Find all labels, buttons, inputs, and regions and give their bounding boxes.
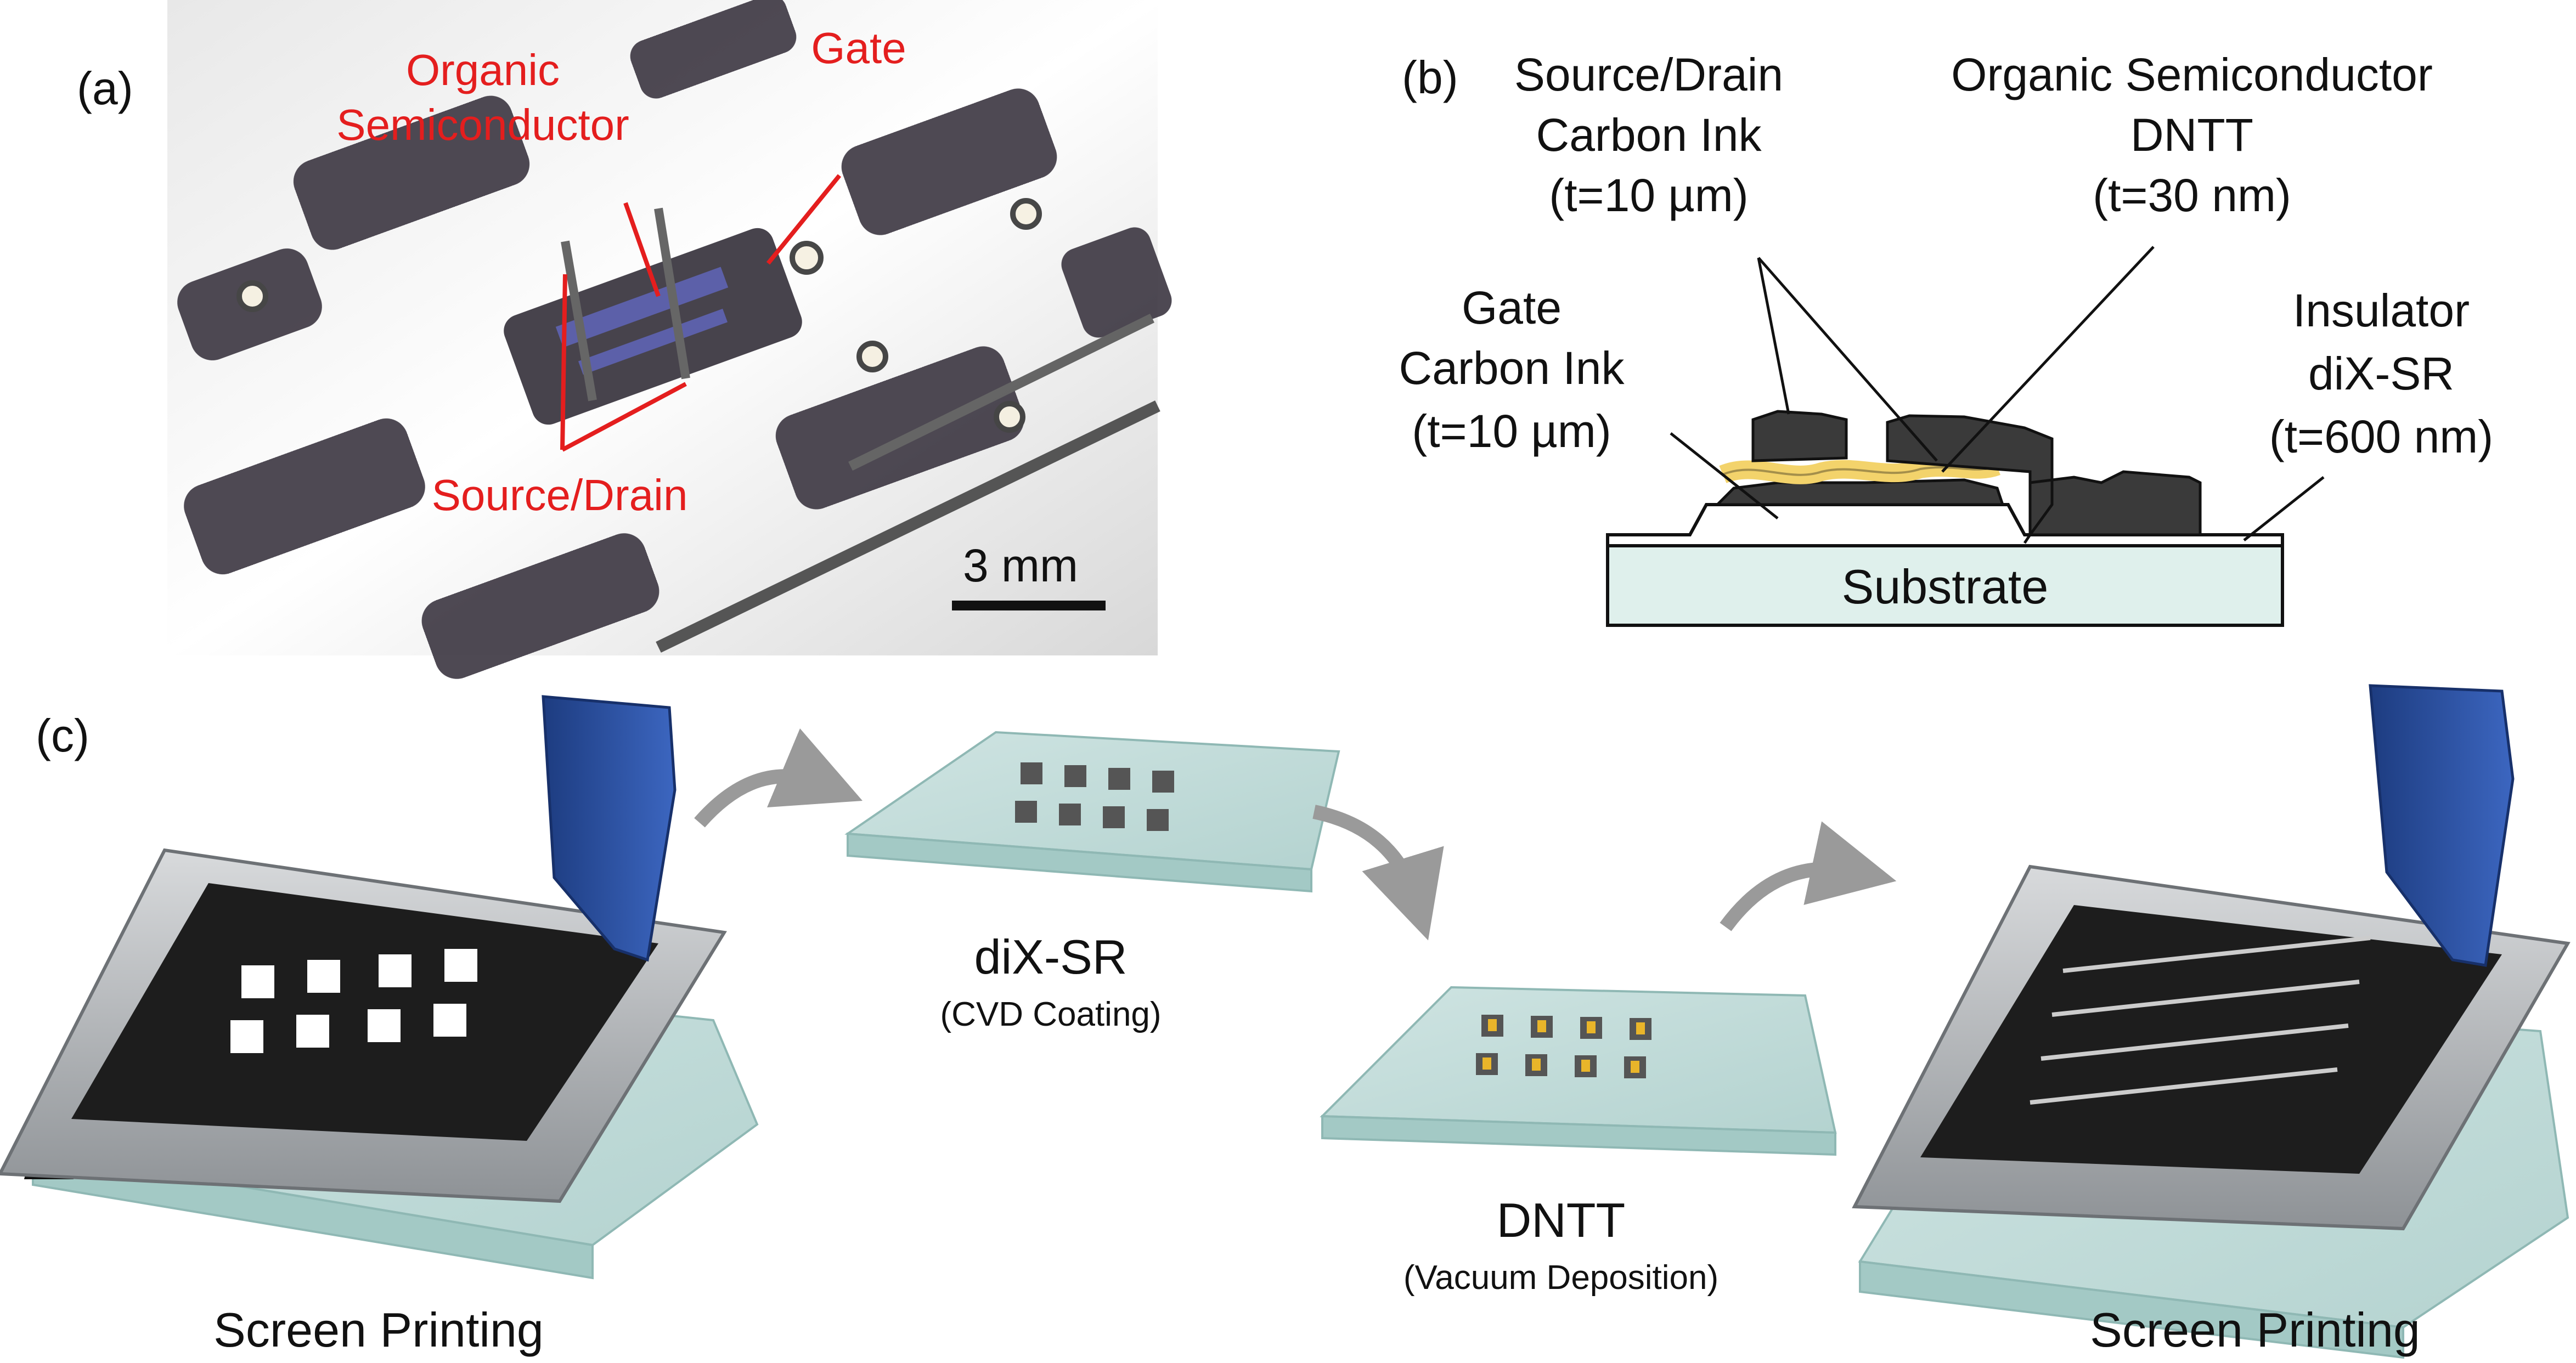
panel-c-letter: (c) <box>36 710 89 761</box>
step1-label: Screen Printing <box>213 1303 544 1357</box>
gate-electrode <box>1713 478 2005 506</box>
gate-leader <box>1670 432 1779 519</box>
stencil-openings <box>230 949 477 1053</box>
panel-a-letter: (a) <box>77 63 133 114</box>
step4-assembly <box>1852 684 2571 1359</box>
ins-leader <box>2243 476 2325 541</box>
gate-label-line2: Carbon Ink <box>1399 342 1625 394</box>
osc-leader <box>1941 246 2155 473</box>
sd-leader-2 <box>1757 257 1938 462</box>
device-pads <box>177 0 1172 679</box>
step2-plate <box>844 731 1340 893</box>
label-gate: Gate <box>811 24 906 72</box>
step1-assembly <box>0 695 759 1280</box>
gate-label-line1: Gate <box>1462 282 1562 333</box>
scale-bar-label: 3 mm <box>963 540 1078 591</box>
squeegee <box>542 695 677 962</box>
screen-mesh <box>71 883 658 1141</box>
step4-label: Screen Printing <box>2090 1303 2420 1357</box>
panel-b: (b) Source/Drain Carbon Ink (t=10 µm) Or… <box>1399 49 2494 627</box>
semiconductor-channel <box>555 267 729 348</box>
step3-title: DNTT <box>1497 1193 1626 1247</box>
step2-devices <box>1015 762 1174 831</box>
step2-title: diX-SR <box>974 930 1128 984</box>
ins-label-line2: diX-SR <box>2308 348 2454 399</box>
sd-label-line1: Source/Drain <box>1514 49 1783 100</box>
ins-label-line1: Insulator <box>2293 285 2470 336</box>
arrow-2 <box>1312 805 1444 941</box>
panel-a: (a) Organic Semicond <box>77 0 1172 679</box>
step3-plate <box>1320 986 1837 1156</box>
step3-subtitle: (Vacuum Deposition) <box>1403 1259 1718 1297</box>
step3-devices <box>1476 1015 1651 1078</box>
central-device <box>504 228 802 425</box>
sd-leader-1 <box>1757 257 1790 415</box>
drain-pointer <box>561 382 687 452</box>
source-electrode <box>1751 410 1848 462</box>
label-semiconductor-line1: Organic <box>406 46 560 94</box>
label-source-drain: Source/Drain <box>432 471 688 519</box>
gate-label-line3: (t=10 µm) <box>1412 405 1611 457</box>
osc-label-line2: DNTT <box>2130 109 2253 161</box>
ins-label-line3: (t=600 nm) <box>2269 411 2494 462</box>
label-semiconductor-line2: Semiconductor <box>336 100 629 149</box>
semiconductor-pointer <box>623 202 661 297</box>
substrate-layer <box>1606 544 2284 627</box>
arrow-3 <box>1720 821 1897 931</box>
sd-label-line2: Carbon Ink <box>1536 109 1762 161</box>
step4-squeegee <box>2369 684 2515 967</box>
osc-label-line3: (t=30 nm) <box>2093 169 2291 221</box>
scale-bar <box>952 601 1106 610</box>
panel-b-letter: (b) <box>1402 52 1458 103</box>
step4-stencil-lines <box>2030 936 2371 1105</box>
dntt-layer <box>1719 457 2000 484</box>
source-pointer <box>560 274 567 450</box>
panel-c: (c) <box>0 684 2571 1359</box>
osc-label-line1: Organic Semiconductor <box>1951 49 2433 100</box>
arrow-1 <box>694 728 863 828</box>
sd-label-line3: (t=10 µm) <box>1549 169 1748 221</box>
step2-subtitle: (CVD Coating) <box>940 996 1161 1033</box>
gate-pointer <box>766 174 842 265</box>
substrate-label: Substrate <box>1842 559 2049 614</box>
